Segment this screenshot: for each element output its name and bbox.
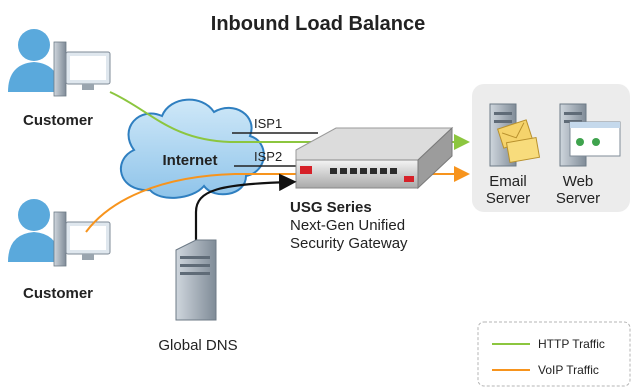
usg-device-icon: [295, 126, 454, 190]
dns-label: Global DNS: [158, 337, 237, 354]
email-server-label-line1: Email: [489, 173, 527, 190]
http-traffic-path: [109, 91, 470, 150]
email-server-icon: [489, 103, 541, 167]
usg-subtitle-line1: Next-Gen Unified: [290, 217, 405, 234]
customer-top-label: Customer: [23, 112, 93, 129]
customer-bottom-label: Customer: [23, 285, 93, 302]
web-server-icon: [559, 103, 621, 167]
internet-label: Internet: [162, 152, 217, 169]
diagram-title: Inbound Load Balance: [211, 13, 425, 35]
isp1-label: ISP1: [254, 116, 282, 131]
web-server-label-line1: Web: [563, 173, 594, 190]
legend-voip-label: VoIP Traffic: [538, 363, 599, 377]
customer-top-icon: [8, 29, 111, 97]
customer-bottom-icon: [8, 199, 111, 267]
email-server-label-line2: Server: [486, 190, 530, 207]
dns-server-icon: [175, 239, 217, 321]
usg-subtitle-line2: Security Gateway: [290, 235, 408, 252]
internet-cloud: [119, 98, 265, 199]
web-server-label-line2: Server: [556, 190, 600, 207]
usg-title: USG Series: [290, 199, 372, 216]
isp2-label: ISP2: [254, 149, 282, 164]
legend-http-label: HTTP Traffic: [538, 337, 605, 351]
dns-query-arrow: [187, 173, 297, 265]
